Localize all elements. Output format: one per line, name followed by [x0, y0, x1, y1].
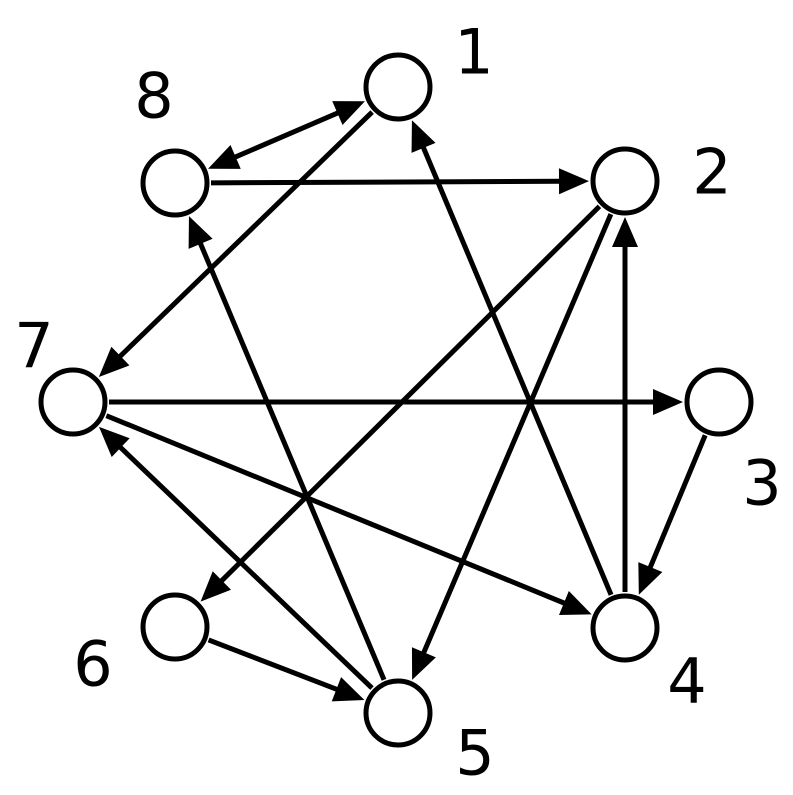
node-1-label: 1 [454, 16, 493, 89]
node-3-circle [684, 367, 754, 437]
arrowhead-4-to-2 [612, 217, 638, 247]
arrowhead-6-to-5 [331, 677, 365, 702]
node-2-label: 2 [692, 136, 731, 209]
node-2: 2 [590, 136, 732, 216]
edge-7-to-4 [105, 413, 567, 607]
node-8-circle [140, 148, 210, 218]
node-7-circle [38, 367, 108, 437]
node-4: 4 [590, 593, 707, 718]
edge-2-to-6 [218, 204, 602, 584]
edge-5-to-7 [117, 444, 374, 690]
node-6: 6 [73, 592, 210, 701]
arrowhead-7-to-3 [653, 389, 683, 415]
node-5-label: 5 [455, 717, 494, 790]
arrowhead-8-to-2 [558, 168, 590, 195]
arrowhead-1-to-7 [98, 346, 130, 377]
edge-5-to-8 [197, 241, 387, 681]
arrowhead-1-to-8 [208, 144, 241, 169]
arrowhead-2-to-5 [411, 647, 436, 680]
node-8-label: 8 [134, 60, 173, 133]
node-3-label: 3 [742, 447, 781, 520]
edge-4-to-1 [420, 145, 614, 596]
arrowhead-8-to-1 [332, 101, 365, 126]
node-6-circle [140, 592, 210, 662]
arrowhead-4-to-1 [411, 120, 436, 153]
node-4-label: 4 [667, 645, 706, 718]
arrowhead-7-to-4 [558, 590, 592, 616]
edge-1-to-8 [232, 110, 341, 160]
edge-3-to-4 [647, 434, 708, 570]
arrowhead-2-to-6 [200, 571, 232, 602]
node-3: 3 [684, 367, 782, 520]
edge-2-to-5 [420, 213, 614, 656]
node-1: 1 [363, 16, 494, 122]
node-8: 8 [134, 60, 210, 218]
arrowhead-5-to-7 [99, 426, 130, 458]
arrowhead-5-to-8 [188, 216, 213, 249]
node-1-circle [363, 52, 433, 122]
edge-6-to-5 [207, 637, 340, 693]
node-6-label: 6 [73, 628, 112, 701]
arrowhead-3-to-4 [638, 562, 663, 595]
node-7-label: 7 [14, 310, 53, 383]
node-7: 7 [14, 310, 108, 437]
node-5-circle [363, 678, 433, 748]
node-4-circle [590, 593, 660, 663]
edge-1-to-7 [117, 110, 374, 360]
nodes-layer: 1 2 3 4 5 6 7 8 [14, 16, 781, 790]
node-2-circle [590, 146, 660, 216]
node-5: 5 [363, 678, 495, 790]
edge-8-to-2 [210, 178, 562, 186]
edges-layer [98, 101, 708, 702]
